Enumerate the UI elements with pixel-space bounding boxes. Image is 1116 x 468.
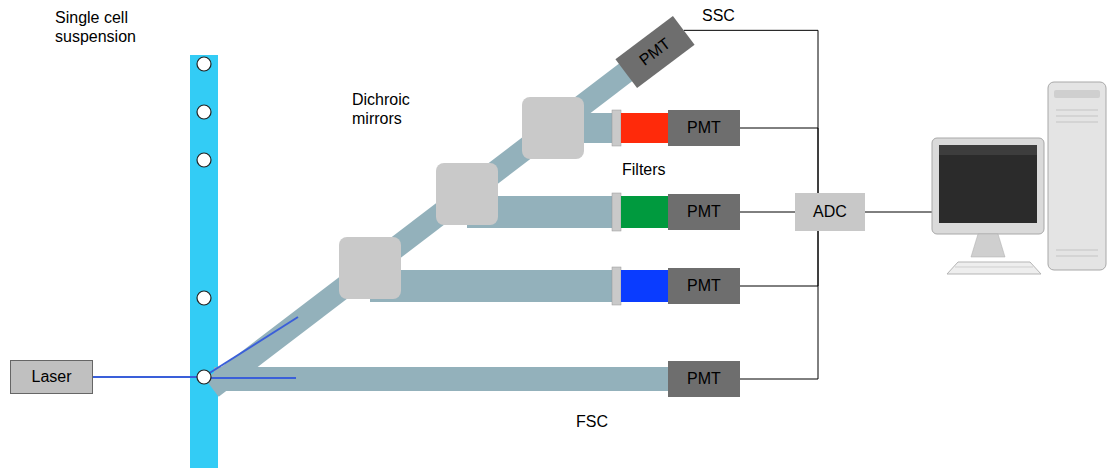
pmt-detector: PMT [668, 194, 740, 230]
adc-box: ADC [795, 193, 865, 231]
red-light [621, 113, 668, 143]
signal-wire [740, 212, 795, 213]
filter-label: Filters [622, 160, 702, 179]
dichroic-mirror [522, 97, 584, 159]
blue-light [621, 270, 668, 302]
cell [197, 153, 211, 167]
signal-wire [740, 231, 818, 286]
signal-wire [740, 128, 818, 193]
blue-beam [370, 270, 614, 302]
pmt-detector: PMT [615, 16, 694, 88]
pmt-detector: PMT [668, 361, 740, 397]
signal-wire [740, 231, 818, 379]
data-cable [865, 212, 932, 213]
dichroic-mirror [436, 163, 498, 225]
mirror-label: Dichroic mirrors [352, 90, 432, 128]
scatter-beam [212, 50, 655, 388]
scatter-ray [208, 317, 298, 374]
cell [197, 291, 211, 305]
cell [197, 57, 211, 71]
node-text: PMT [687, 203, 721, 221]
node-text: PMT [636, 35, 674, 70]
node-text: PMT [687, 119, 721, 137]
cell [197, 370, 211, 384]
dichroic-mirror [339, 237, 401, 299]
filter [612, 193, 621, 231]
node-text: Laser [31, 368, 71, 386]
pmt-detector: PMT [668, 110, 740, 146]
laser-beam [93, 376, 204, 378]
signal-label: FSC [576, 412, 636, 431]
node-text: ADC [813, 203, 847, 221]
signal-label: SSC [702, 6, 762, 25]
cell [197, 105, 211, 119]
node-text: PMT [687, 277, 721, 295]
computer-icon [932, 82, 1106, 274]
scatter-ray [208, 377, 296, 379]
pmt-detector: PMT [668, 268, 740, 304]
filter [612, 110, 621, 146]
filter [612, 267, 621, 305]
laser-box: Laser [10, 360, 93, 394]
node-text: PMT [687, 370, 721, 388]
green-light [621, 196, 668, 228]
stream-label: Single cell suspension [55, 8, 167, 46]
fluid-stream [190, 55, 218, 468]
